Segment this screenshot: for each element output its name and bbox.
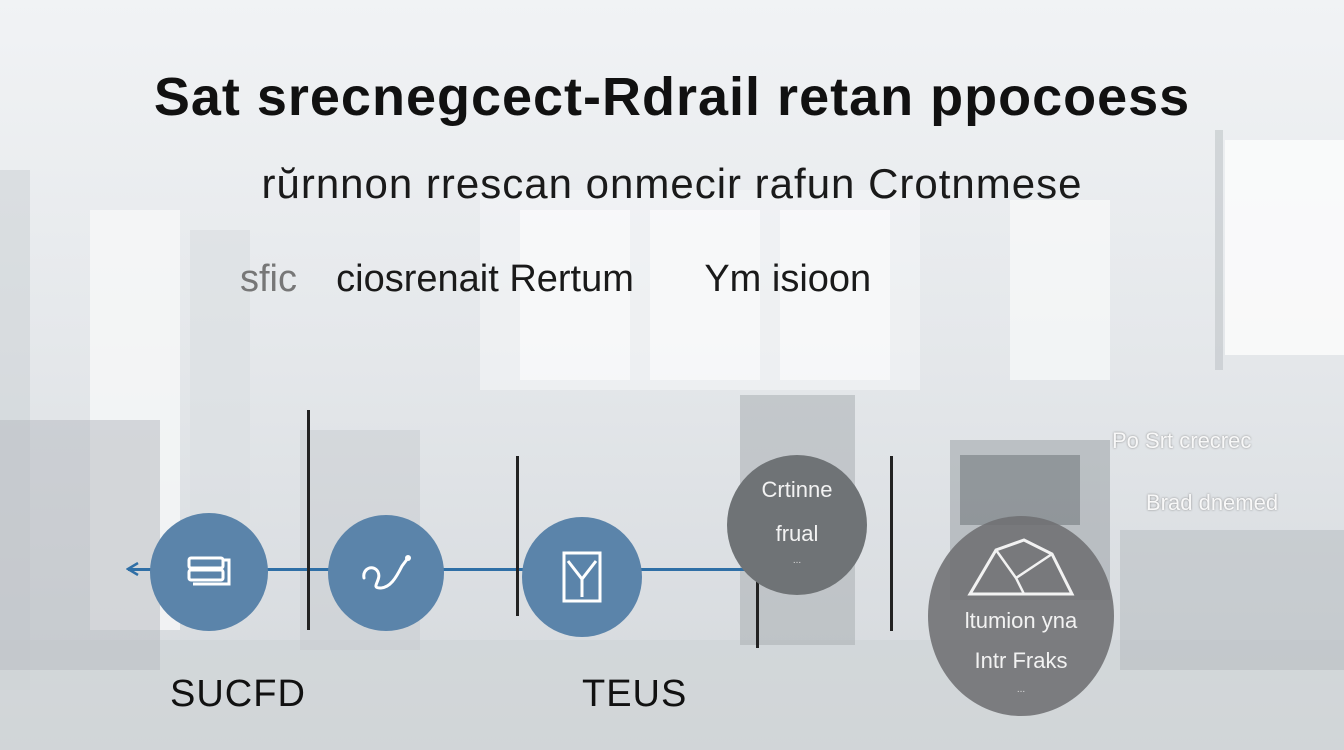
signature-icon [362,555,411,590]
subline-right: Ym isioon [704,258,872,300]
subline-middle: ciosrenait Rertum [336,258,634,300]
side-note-bottom: Brad dnemed [1146,490,1279,515]
node-4-line1: Crtinne [761,477,833,502]
node-4-line2: frual [775,521,819,546]
diagram-subline: sfic ciosrenait Rertum Ym isioon [240,258,871,301]
process-node-stack[interactable] [150,513,268,631]
separator-line [890,456,893,631]
crystal-icon [967,538,1075,596]
node-5-line1: ltumion yna [964,608,1078,633]
node-5-line2: Intr Fraks [974,648,1068,673]
process-node-document[interactable] [522,517,642,637]
connector-arrow-icon [126,562,139,576]
label-left: SUCFD [170,673,306,715]
node-5-line3: ... [1016,684,1026,695]
diagram-subtitle: rŭrnnon rrescan onmecir rafun Crotnmese [261,160,1083,207]
node-4-line3: ... [792,555,802,566]
diagram-title: Sat srecnegcect-Rdrail retan ppocoess [153,67,1191,127]
subline-prefix: sfic [240,258,297,300]
separator-line [756,520,759,648]
side-note-top: Po Srt crecrec [1112,428,1252,453]
process-node-crystal[interactable]: ltumion yna Intr Fraks ... [928,516,1114,716]
process-node-signature[interactable] [328,515,444,631]
process-node-text[interactable]: Crtinne frual ... [727,455,867,595]
separator-line [307,410,310,630]
separator-line [516,456,519,616]
stack-icon [187,556,231,586]
label-right: TEUS [582,673,688,715]
document-icon [562,551,602,603]
